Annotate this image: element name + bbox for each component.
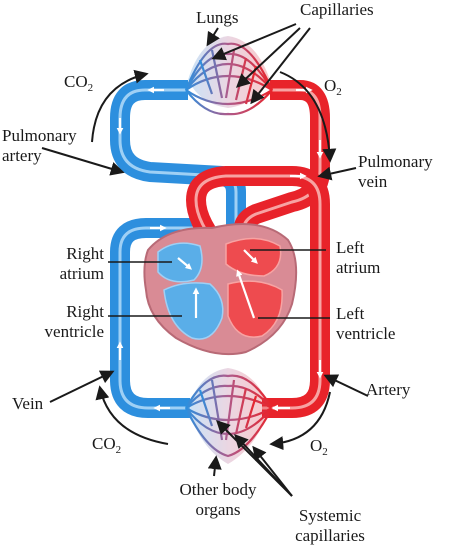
- left-ventricle-label: Left ventricle: [336, 304, 396, 343]
- artery-label: Artery: [366, 380, 411, 399]
- systemic-capillary-bed: [185, 368, 273, 464]
- heart: [143, 223, 298, 356]
- co2-top-label: CO2: [64, 72, 94, 94]
- other-body-organs-label: Other body organs: [179, 480, 257, 519]
- vein-label: Vein: [12, 394, 44, 413]
- pulmonary-vein-label: Pulmonary vein: [358, 152, 433, 191]
- lungs-label: Lungs: [196, 8, 239, 27]
- pulmonary-artery-label: Pulmonary artery: [2, 126, 77, 165]
- lung-capillary-bed: [184, 36, 274, 116]
- right-atrium-label: Right atrium: [59, 244, 104, 283]
- o2-bottom-label: O2: [310, 436, 328, 458]
- left-atrium-label: Left atrium: [336, 238, 381, 277]
- capillaries-label: Capillaries: [300, 0, 374, 19]
- right-ventricle-label: Right ventricle: [44, 302, 104, 341]
- pulmonary-vein-vessel: [233, 80, 330, 245]
- systemic-capillaries-label: Systemic capillaries: [295, 506, 365, 545]
- co2-bottom-label: CO2: [92, 434, 122, 456]
- o2-top-label: O2: [324, 76, 342, 98]
